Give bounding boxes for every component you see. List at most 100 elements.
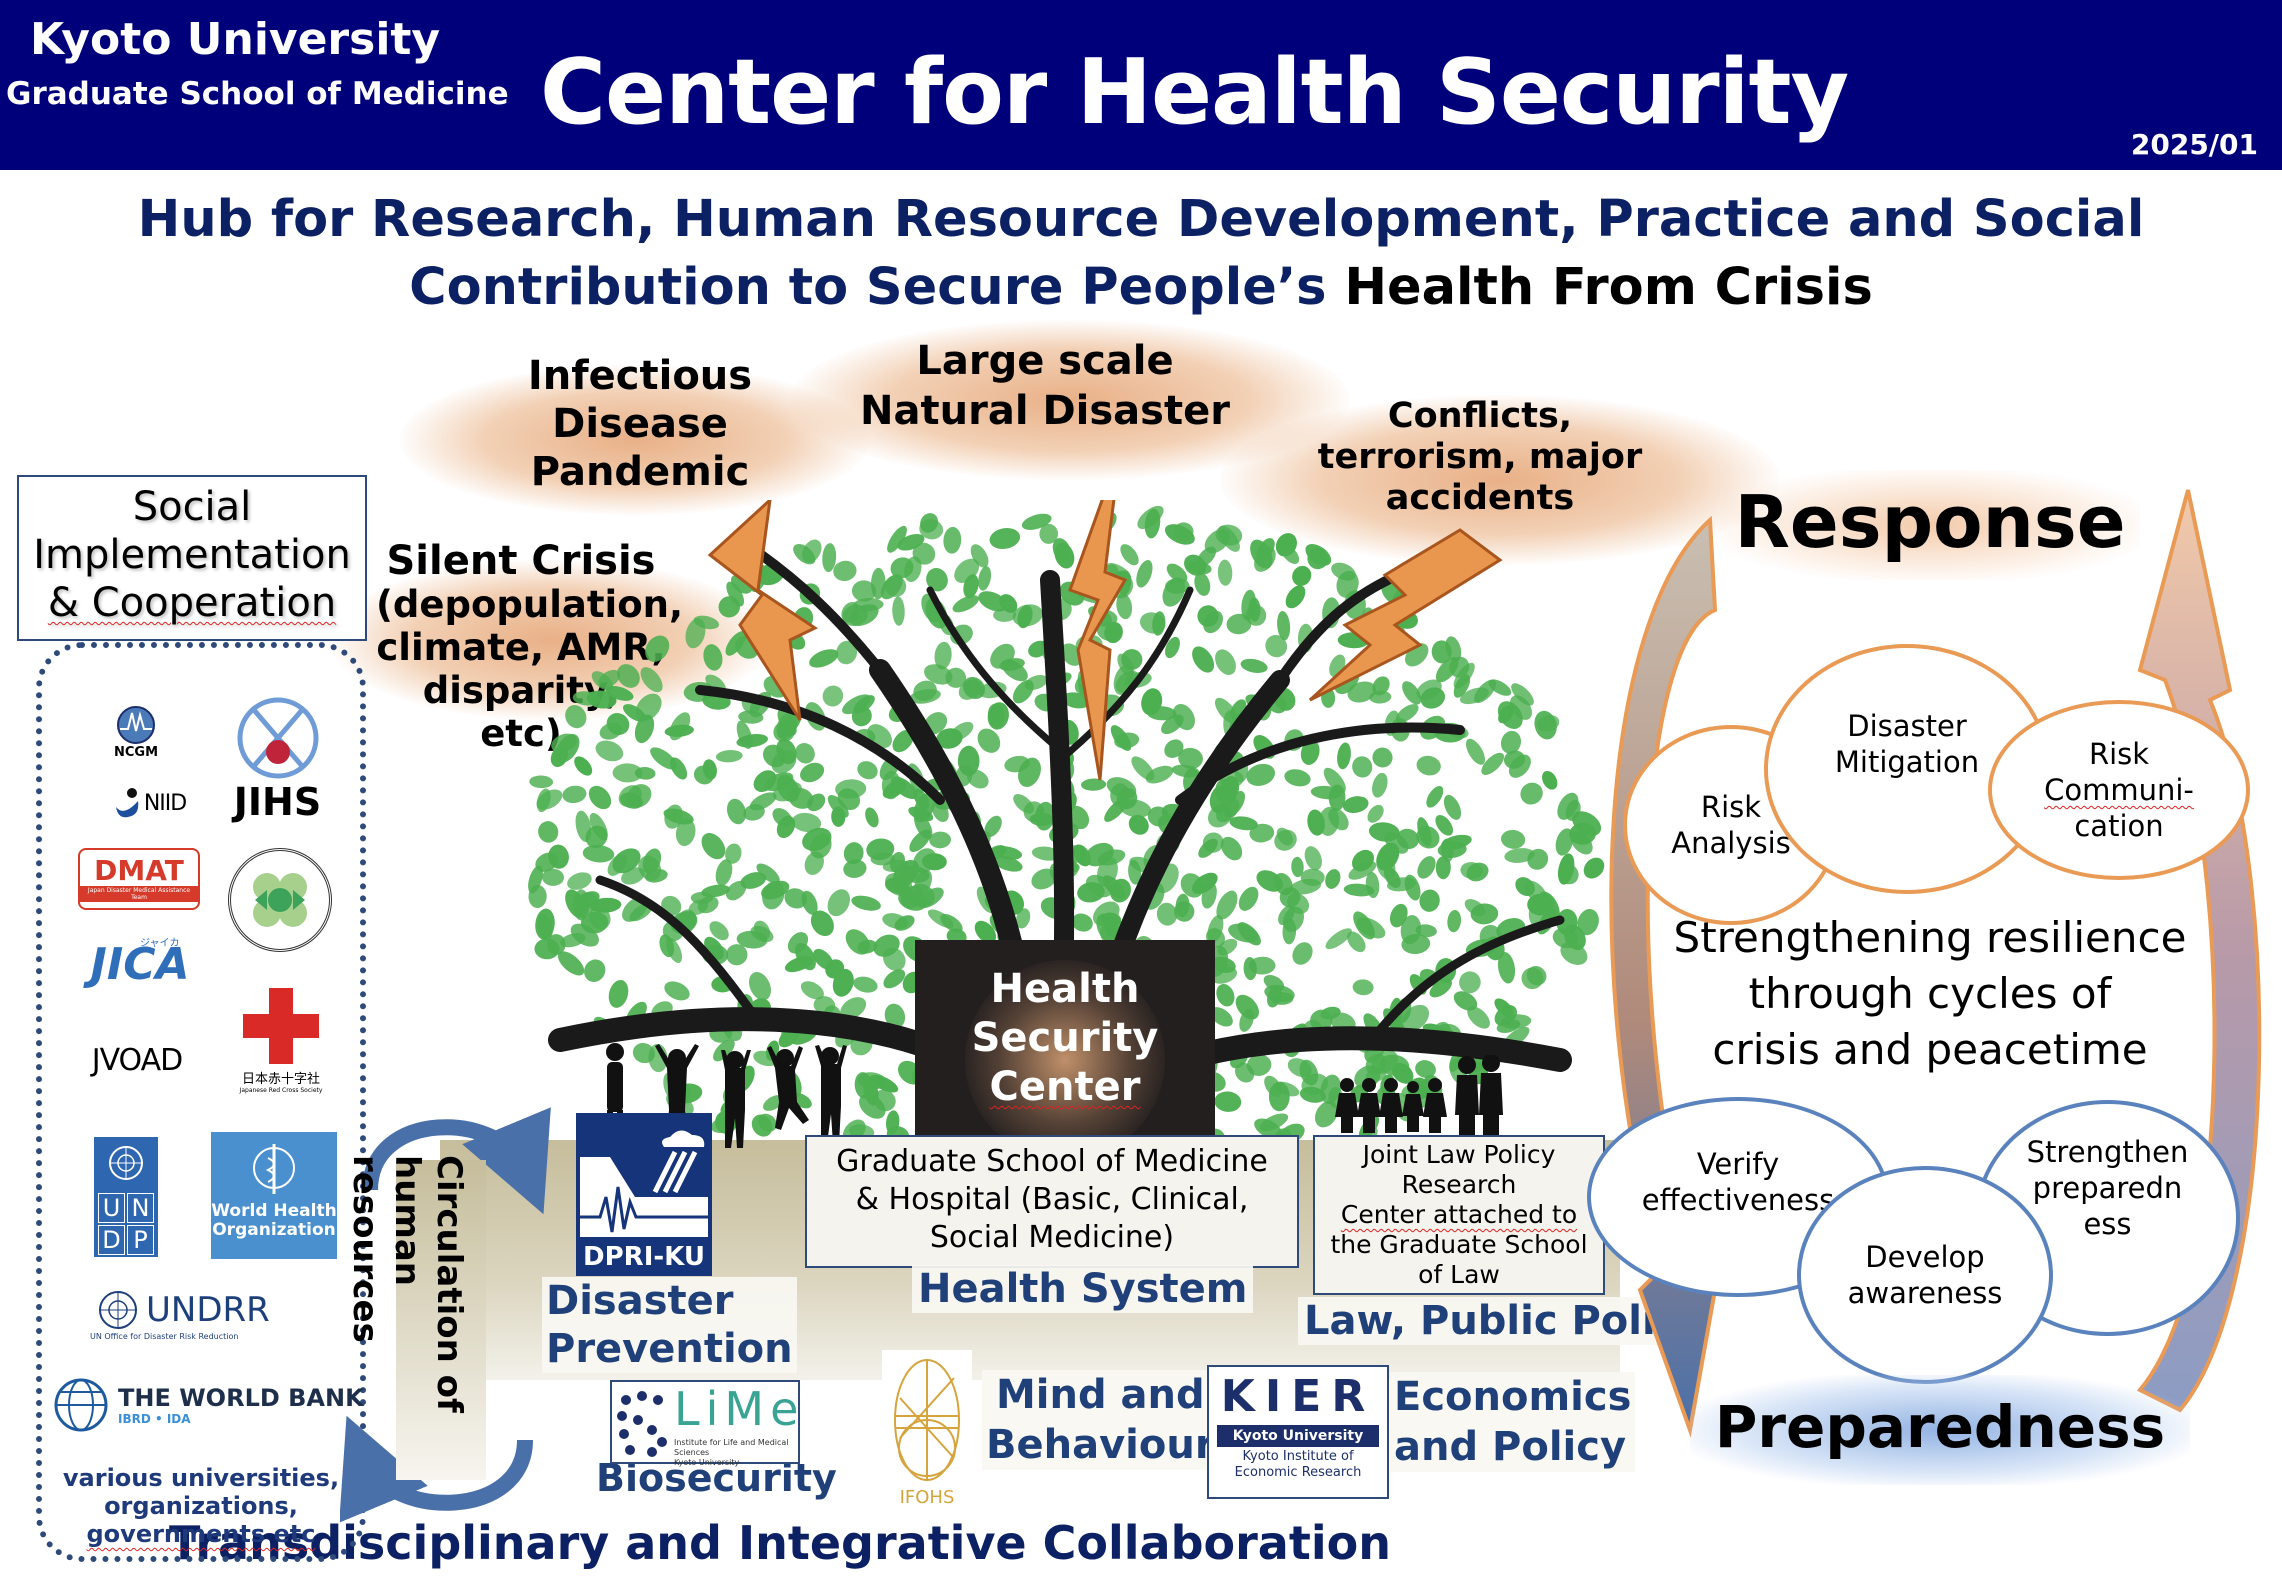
lime-sub-line: Kyoto University [674, 1458, 740, 1467]
response-title: Response [1720, 470, 2140, 580]
leaf [842, 604, 868, 627]
leaf [650, 747, 678, 770]
leaf [725, 843, 742, 864]
leaf [1109, 878, 1131, 903]
leaf [1347, 931, 1366, 953]
leaf [1192, 646, 1215, 673]
leaf [1376, 851, 1396, 880]
kier-logo: KIER Kyoto University Kyoto Institute of… [1207, 1365, 1389, 1499]
note-line: various universities, [62, 1464, 340, 1492]
person-icon [1357, 1078, 1381, 1133]
niid-logo: NIID [100, 780, 200, 826]
leaf [940, 914, 963, 933]
leaf [1353, 911, 1375, 940]
leaf [833, 560, 857, 582]
field-health-system: Health System [912, 1265, 1254, 1313]
subtitle: Hub for Research, Human Resource Develop… [0, 186, 2282, 322]
leaf [1277, 610, 1291, 641]
crisis-natural-disaster: Large scale Natural Disaster [840, 336, 1250, 436]
ifohs-label: IFOHS [899, 1487, 955, 1508]
leaf [851, 705, 872, 727]
leaf [1216, 983, 1235, 1007]
leaf [1136, 559, 1153, 588]
resilience-line: through cycles of [1748, 969, 2112, 1018]
person-icon [1402, 1081, 1424, 1132]
leaf [1453, 662, 1475, 689]
undp-letter: P [127, 1225, 154, 1255]
jihs-emblem-icon [237, 697, 318, 779]
bubble-line: Analysis [1671, 826, 1791, 860]
world-bank-logo: THE WORLD BANK IBRD • IDA [52, 1376, 364, 1436]
leaf [970, 544, 989, 568]
leaf [1415, 1060, 1436, 1079]
leaf [1173, 522, 1194, 542]
leaf [977, 728, 1001, 753]
leaf [772, 781, 802, 802]
leaf [1287, 893, 1310, 914]
red-cross-icon [243, 988, 319, 1064]
leaf [1152, 611, 1166, 636]
bubble-line: Risk [2088, 737, 2150, 771]
crisis-line: Large scale [916, 338, 1174, 384]
leaf [1249, 823, 1275, 843]
leaf [1054, 542, 1075, 569]
leaf [1021, 513, 1052, 530]
leaf [1120, 544, 1139, 566]
field-line: Mind and [995, 1372, 1205, 1418]
leaf [535, 852, 559, 872]
leaf [884, 1003, 906, 1029]
lightning-bolt-icon [1308, 528, 1503, 702]
leaf [857, 761, 878, 780]
leaf [1429, 978, 1453, 998]
leaf [802, 539, 822, 563]
leaf [792, 812, 822, 833]
leaf [1498, 705, 1515, 724]
leaf [987, 703, 1004, 728]
subtitle-line-1: Hub for Research, Human Resource Develop… [137, 190, 2145, 249]
leaf [1416, 679, 1442, 700]
crisis-line: Silent Crisis [386, 538, 656, 584]
leaf [591, 671, 614, 691]
bubble-line: ess [2083, 1207, 2132, 1241]
leaf [701, 832, 726, 860]
law-line: the Graduate School [1330, 1230, 1588, 1259]
leaf [612, 848, 641, 874]
social-line: & Cooperation [47, 580, 337, 626]
header-banner [0, 0, 2282, 170]
social-line: Social [132, 484, 252, 530]
jvoad-logo: JVOAD [91, 1042, 184, 1078]
university-name: Kyoto University [30, 14, 441, 65]
bubble-line: Develop [1865, 1240, 1985, 1274]
leaf [1300, 868, 1325, 887]
leaf [640, 667, 663, 693]
leaf [1291, 856, 1304, 878]
leaf [1396, 704, 1419, 723]
leaf [993, 855, 1023, 872]
leaf [993, 607, 1017, 622]
field-economics-policy: Economics and Policy [1390, 1372, 1636, 1472]
leaf [1325, 869, 1341, 889]
bubble-line: cation [2074, 809, 2164, 843]
leaf [572, 889, 590, 921]
circulation-arrows [340, 1107, 551, 1523]
leaf [1081, 778, 1107, 791]
bubble-line: preparedn [2032, 1171, 2183, 1205]
leaf [1166, 563, 1188, 583]
leaf [989, 528, 1021, 549]
leaf [1128, 859, 1142, 885]
social-line: Implementation [33, 532, 351, 578]
leaf [529, 775, 554, 789]
leaf [623, 704, 647, 722]
people-silhouettes-right [1335, 1055, 1503, 1135]
leaf [873, 934, 900, 957]
leaf [1215, 649, 1236, 675]
leaf [873, 1089, 896, 1112]
leaf [1435, 657, 1459, 683]
leaf [1165, 578, 1190, 594]
leaf [743, 804, 765, 821]
person-icon [1379, 1078, 1403, 1133]
leaf [1583, 857, 1605, 879]
leaf [1352, 979, 1374, 996]
leaf [1401, 933, 1431, 955]
